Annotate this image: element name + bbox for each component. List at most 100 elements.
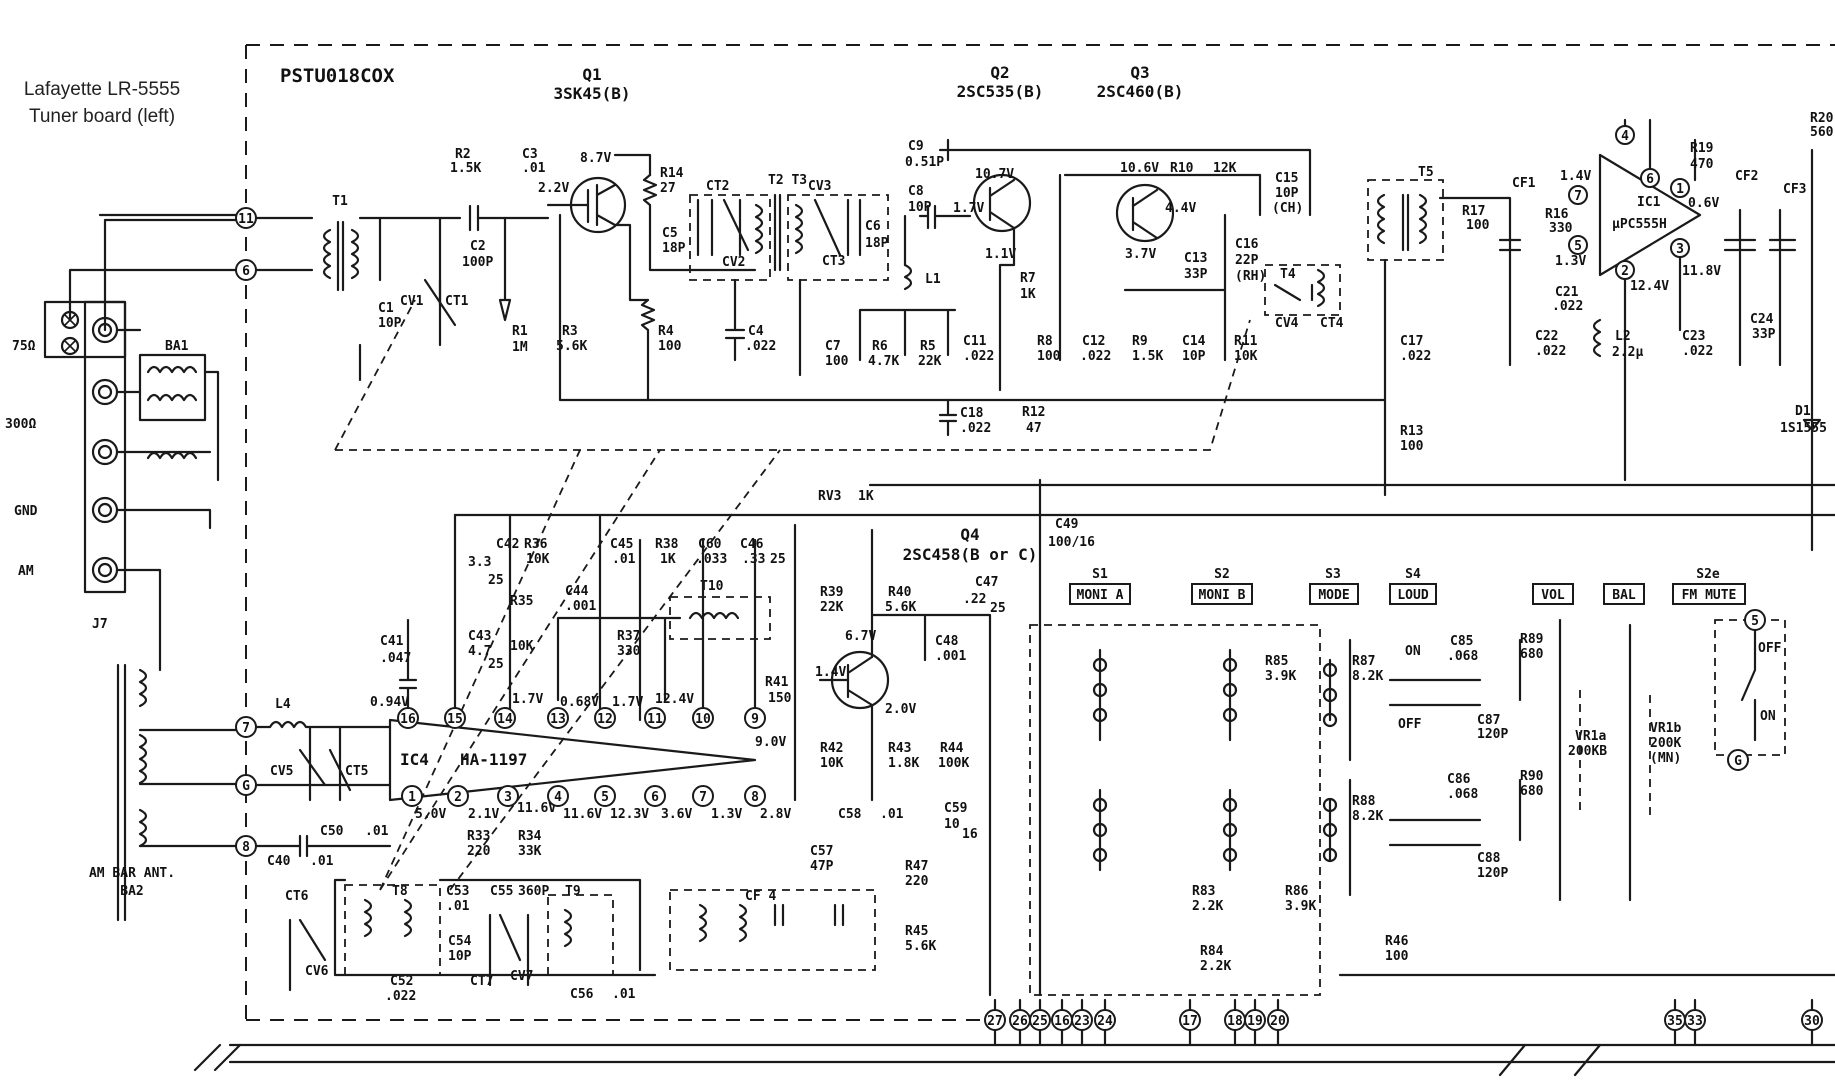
label-r4: R4 [658, 324, 674, 339]
label-l2: L2 [1615, 329, 1631, 344]
caption-line2: Tuner board (left) [29, 106, 175, 127]
label-r16: R16 [1545, 207, 1569, 222]
label-12-3v: 12.3V [610, 807, 649, 822]
label-c44v: .001 [565, 599, 596, 614]
label-1-7v: 1.7V [953, 201, 984, 216]
ic4-pin-top-12-circle [594, 707, 616, 729]
label-c44: C44 [565, 584, 589, 599]
connector-pin-23: 23 [1074, 1014, 1090, 1029]
label-t9: T9 [565, 884, 581, 899]
label-cv7: CV7 [510, 969, 533, 984]
label-c17: C17 [1400, 334, 1423, 349]
label-c1v: 10P [378, 316, 402, 331]
ic4-part: HA-1197 [460, 750, 527, 769]
label-r19v: 470 [1690, 157, 1714, 172]
connector-pin-16: 16 [1054, 1014, 1070, 1029]
label-r39: R39 [820, 585, 843, 600]
label-cv1: CV1 [400, 294, 424, 309]
ic1-pin-7: 7 [1574, 189, 1582, 204]
supply-rail [868, 478, 1835, 997]
label-r12: R12 [1022, 405, 1045, 420]
label-c16: C16 [1235, 237, 1259, 252]
label-t4: T4 [1280, 267, 1296, 282]
connector-pin-30: 30 [1804, 1014, 1820, 1029]
ic4-pin-top-10-circle [692, 707, 714, 729]
s2-ref: S2 [1214, 567, 1230, 582]
label-c14: C14 [1182, 334, 1206, 349]
label-r43: R43 [888, 741, 911, 756]
label-c85: C85 [1450, 634, 1473, 649]
label-r36: R36 [524, 537, 548, 552]
label-t10: T10 [700, 579, 724, 594]
label-c58: C58 [838, 807, 862, 822]
label-c59v2: 16 [962, 827, 978, 842]
label-c7: C7 [825, 339, 841, 354]
label-r37v: 330 [617, 644, 641, 659]
pin-7: 7 [242, 721, 250, 736]
label-r5v: 22K [918, 354, 942, 369]
label-c60v: .033 [696, 552, 727, 567]
antenna-pins: 11 6 7 G 8 [235, 207, 257, 857]
label-c17v: .022 [1400, 349, 1431, 364]
label-off: OFF [1398, 717, 1422, 732]
label-c40: C40 [267, 854, 291, 869]
ic1-pin-6: 6 [1646, 172, 1654, 187]
ic4-pin-top-10: 10 [695, 712, 711, 727]
label-r20v: 560 [1810, 125, 1834, 140]
label-c24v: 33P [1752, 327, 1776, 342]
label-c86v: .068 [1447, 787, 1478, 802]
am-tuning: L4 CV5 CT5 C50 .01 C40 .01 R33 220 R34 3… [254, 697, 542, 869]
label-l2v: 2.2μ [1612, 345, 1643, 360]
ic4-pin-top-11: 11 [647, 712, 663, 727]
ic4-pin-top-13-circle [547, 707, 569, 729]
label-r47: R47 [905, 859, 928, 874]
fm-rf-stage: T1 C2 100P C1 10P CV1 CT1 R1 1M R2 1.5K … [254, 147, 1387, 402]
label-cf2: CF2 [1735, 169, 1758, 184]
ic4-pin-bot-1-circle [401, 785, 423, 807]
am-ic4-section: IC4 HA-1197 C42 3.3 25 C43 4.7 25 R36 10… [370, 513, 797, 822]
label-0-94v: 0.94V [370, 695, 409, 710]
label-r44: R44 [940, 741, 964, 756]
label-r16v: 330 [1549, 221, 1573, 236]
label-c18v: .022 [960, 421, 991, 436]
label-r2v: 1.5K [450, 161, 481, 176]
label-r83: R83 [1192, 884, 1215, 899]
label-c6: C6 [865, 219, 881, 234]
label-c47: C47 [975, 575, 998, 590]
label-2-8v: 2.8V [760, 807, 791, 822]
label-12-4v-b: 12.4V [655, 692, 694, 707]
label-c13: C13 [1184, 251, 1207, 266]
label-c88v: 120P [1477, 866, 1508, 881]
ic4-pin-top-15-circle [444, 707, 466, 729]
label-r34: R34 [518, 829, 542, 844]
connector-pin-25: 25 [1032, 1014, 1048, 1029]
label-r12v: 47 [1026, 421, 1042, 436]
label-r1v: 1M [512, 340, 528, 355]
s1-label: MONI A [1077, 588, 1124, 603]
ic4-pin-top-16-circle [397, 707, 419, 729]
q3-ref: Q3 [1130, 63, 1149, 82]
label-c46v1: .33 [742, 552, 765, 567]
label-c60: C60 [698, 537, 722, 552]
label-c11v: .022 [963, 349, 994, 364]
label-c88: C88 [1477, 851, 1501, 866]
antenna-terminal-block: 75Ω 300Ω GND AM J7 BA1 [5, 213, 242, 672]
label-1-4v: 1.4V [1560, 169, 1591, 184]
s2e-label: FM MUTE [1682, 588, 1737, 603]
pin-g: G [242, 779, 250, 794]
label-ba2: BA2 [120, 884, 143, 899]
label-ct2: CT2 [706, 179, 729, 194]
label-r45: R45 [905, 924, 928, 939]
label-vr1a: VR1a [1575, 729, 1606, 744]
connector-pin-17-circle [1179, 1009, 1201, 1031]
label-c9: C9 [908, 139, 924, 154]
s2e-ref: S2e [1696, 567, 1720, 582]
label-c43v2: 25 [488, 657, 504, 672]
label-r8: R8 [1037, 334, 1053, 349]
label-r46: R46 [1385, 934, 1409, 949]
label-c16n: (RH) [1235, 269, 1266, 284]
label-c85v: .068 [1447, 649, 1478, 664]
ic1-pin-2: 2 [1621, 264, 1629, 279]
label-ct1: CT1 [445, 294, 469, 309]
